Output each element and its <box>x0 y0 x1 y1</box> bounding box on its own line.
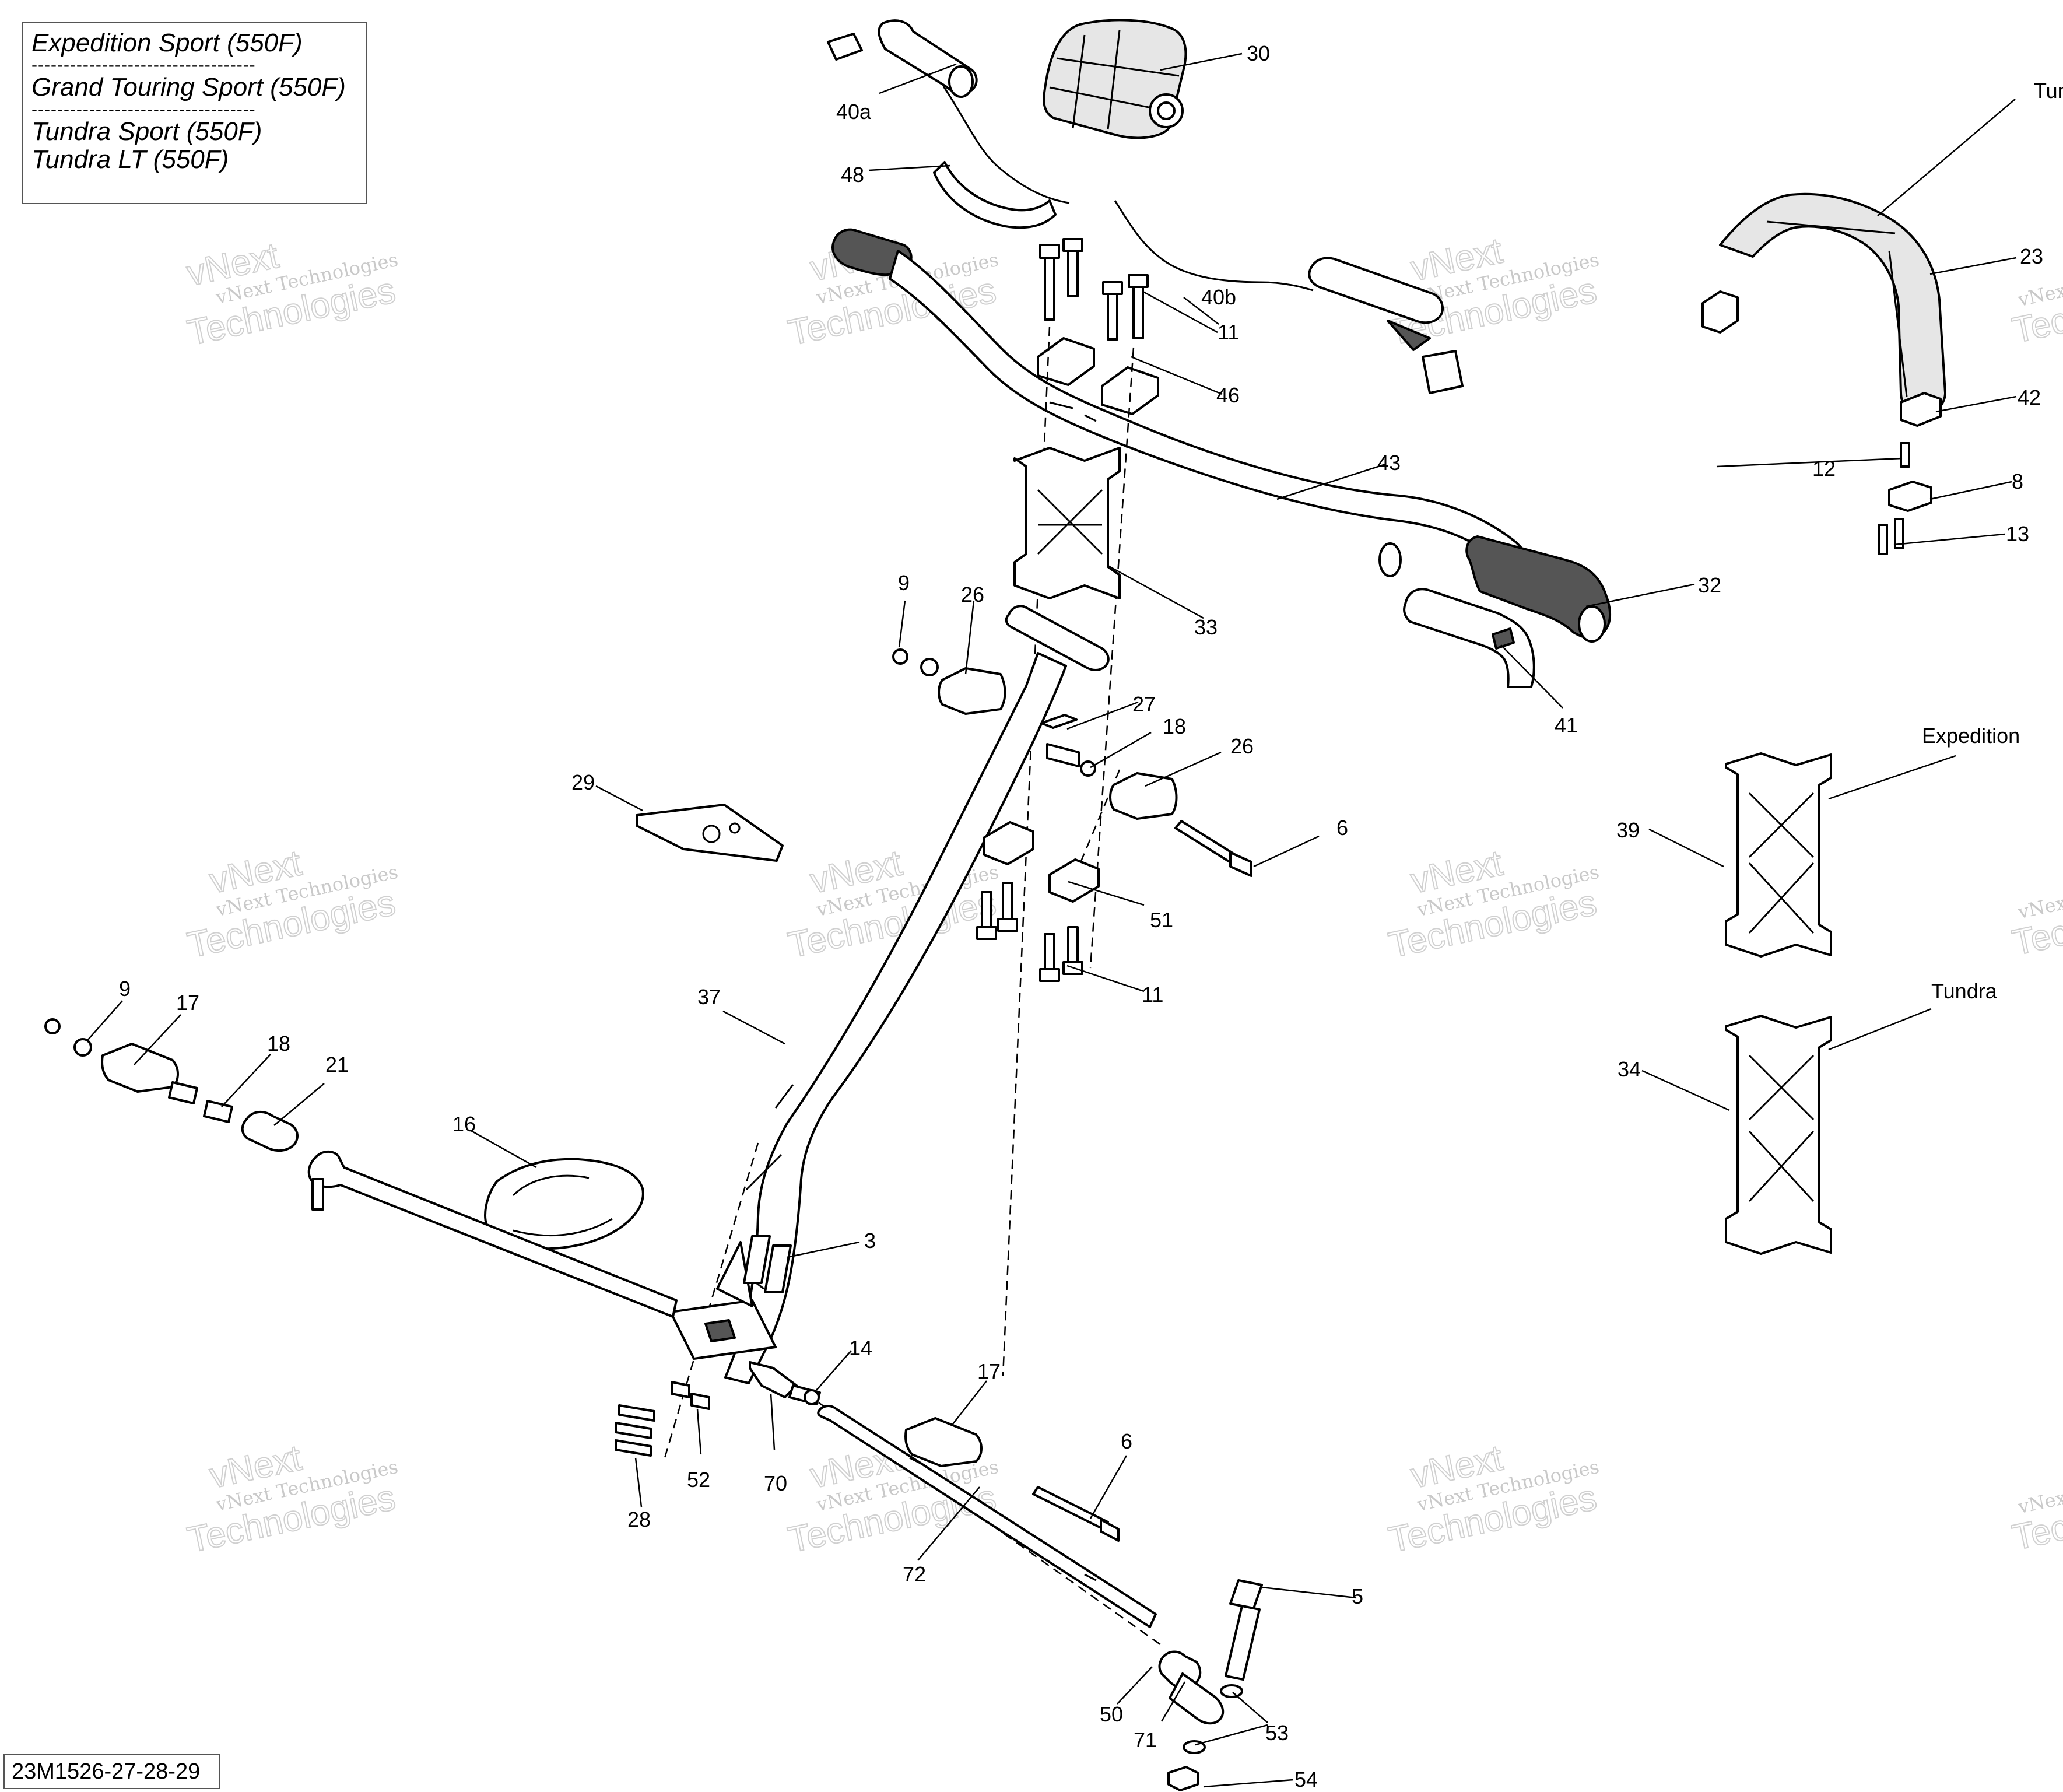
callout-6-lower: 6 <box>1121 1429 1132 1453</box>
callout-40a: 40a <box>836 100 872 124</box>
callout-30: 30 <box>1247 41 1270 65</box>
callout-labels: 40a 30 48 40b 11 46 43 23 42 12 8 13 32 … <box>119 41 2063 1791</box>
part-33-riser-block <box>1013 447 1121 599</box>
variant-label-tundra-bottom: Tundra <box>1931 979 1998 1003</box>
part-5-53-71-50-54-end-link <box>1158 1579 1263 1791</box>
callout-50: 50 <box>1100 1702 1123 1726</box>
callout-54: 54 <box>1294 1768 1318 1791</box>
callout-9-left: 9 <box>119 977 131 1001</box>
part-70-14-ball-joint <box>749 1361 821 1405</box>
callout-70: 70 <box>764 1471 787 1495</box>
callout-5: 5 <box>1352 1584 1363 1608</box>
model-applicability-box: Expedition Sport (550F) ----------------… <box>22 22 367 204</box>
part-51-lower-clamps <box>983 821 1100 903</box>
part-6-bolt-lower <box>1032 1486 1120 1542</box>
part-11-bolts-lower <box>976 882 1083 982</box>
model-name: Tundra Sport (550F) <box>31 117 262 146</box>
callout-37: 37 <box>697 985 721 1009</box>
variant-label-expedition: Expedition <box>1922 724 2020 748</box>
callout-72: 72 <box>903 1562 926 1586</box>
model-name: Expedition Sport (550F) <box>31 29 303 57</box>
watermark: Technologies <box>2009 268 2063 351</box>
model-separator: ----------------------------------- <box>31 101 256 118</box>
part-28-52-bushings <box>615 1381 710 1457</box>
model-name: Tundra LT (550F) <box>31 145 229 174</box>
callout-26-lower: 26 <box>1230 734 1254 758</box>
callout-23: 23 <box>2020 244 2043 268</box>
part-11-bolts-top <box>1039 238 1149 341</box>
part-46-upper-clamps <box>1037 337 1159 415</box>
callout-12: 12 <box>1812 457 1836 481</box>
callout-34: 34 <box>1618 1057 1641 1081</box>
part-17-lower-clamp <box>904 1417 983 1467</box>
callout-51: 51 <box>1150 908 1173 932</box>
part-26-9-upper-clamp <box>892 648 1006 715</box>
part-32-grip <box>1465 535 1612 643</box>
part-48-cable-sleeve <box>933 161 1314 292</box>
part-tie-rod-left <box>307 1151 678 1318</box>
document-id: 23M1526-27-28-29 <box>3 1754 220 1789</box>
callout-27: 27 <box>1132 692 1156 716</box>
callout-43: 43 <box>1377 451 1401 475</box>
callout-13: 13 <box>2006 522 2029 546</box>
part-41-throttle-side-tube <box>1403 588 1535 688</box>
callout-53: 53 <box>1265 1721 1289 1745</box>
part-40a-grip-heater-left <box>827 19 1070 204</box>
part-29-plate <box>636 804 784 862</box>
part-9-17-18-21-left-linkage <box>44 1018 299 1152</box>
callout-17-left: 17 <box>176 991 199 1015</box>
part-27-18-26-lower-clamp <box>1040 714 1178 820</box>
callout-28: 28 <box>627 1507 651 1531</box>
callout-3: 3 <box>864 1229 876 1253</box>
callout-26-upper: 26 <box>961 583 984 606</box>
callout-71: 71 <box>1134 1728 1157 1752</box>
callout-32: 32 <box>1698 573 1721 597</box>
callout-8: 8 <box>2012 469 2023 493</box>
variant-label-tundra-top: Tundra <box>2034 79 2063 103</box>
callout-42: 42 <box>2018 385 2041 409</box>
callout-46: 46 <box>1216 383 1240 407</box>
callout-11-lower: 11 <box>1142 983 1163 1007</box>
callout-6-right: 6 <box>1336 816 1348 840</box>
watermark: Technologies <box>2009 1475 2063 1558</box>
model-separator: ----------------------------------- <box>31 57 256 74</box>
callout-52: 52 <box>687 1468 710 1492</box>
callout-14: 14 <box>849 1336 872 1360</box>
part-42-12-8-13-fasteners <box>1878 392 1942 555</box>
callout-40b: 40b <box>1201 285 1236 309</box>
part-37-steering-column <box>669 605 1110 1384</box>
part-6-bolt-right <box>1174 820 1252 877</box>
callout-17-lower: 17 <box>977 1359 1001 1383</box>
part-23-handguard <box>1701 192 1946 418</box>
part-34-riser-tundra <box>1725 1015 1832 1255</box>
leader-lines <box>87 52 2017 1788</box>
callout-39: 39 <box>1616 818 1640 842</box>
model-name: Grand Touring Sport (550F) <box>31 73 346 102</box>
callout-29: 29 <box>571 770 595 794</box>
callout-18-left: 18 <box>267 1032 290 1055</box>
part-30-handlebar-pad <box>1043 19 1187 139</box>
part-3-bolts <box>743 1235 792 1293</box>
callout-18-right: 18 <box>1163 714 1186 738</box>
callout-16: 16 <box>452 1112 476 1136</box>
callout-33: 33 <box>1194 615 1218 639</box>
callout-41: 41 <box>1555 713 1578 737</box>
callout-11-top: 11 <box>1218 320 1239 344</box>
callout-48: 48 <box>841 163 864 187</box>
callout-21: 21 <box>325 1053 349 1076</box>
callout-9-upper: 9 <box>898 571 910 595</box>
part-72-tie-rod <box>817 1405 1157 1628</box>
watermark: Technologies <box>2009 880 2063 963</box>
part-40b-grip-heater-right <box>1308 257 1464 394</box>
part-39-riser-expedition <box>1725 752 1832 958</box>
